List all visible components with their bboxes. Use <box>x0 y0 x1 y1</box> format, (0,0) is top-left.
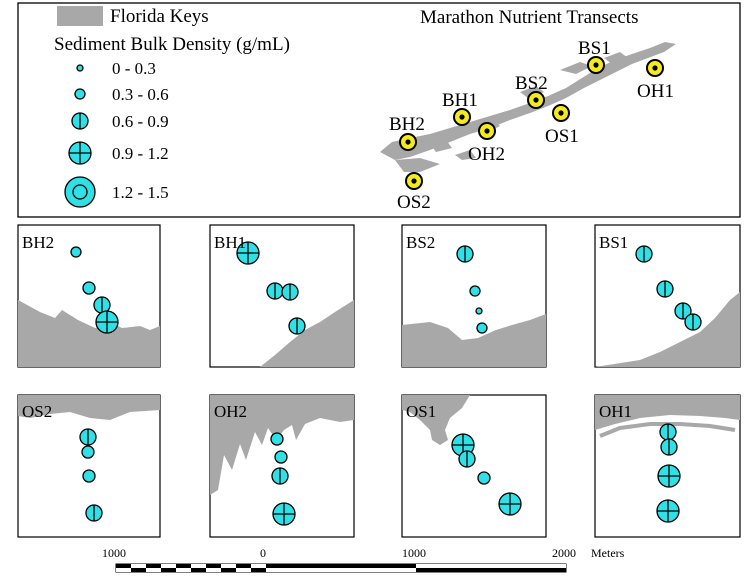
scale-segment <box>146 564 161 568</box>
site-label: BH1 <box>442 90 478 111</box>
scale-segment <box>176 564 191 568</box>
legend-keys-label: Florida Keys <box>110 6 209 27</box>
site-marker-BS2: BS2 <box>515 73 548 109</box>
site-marker-OH1: OH1 <box>637 59 674 102</box>
scale-segment <box>266 568 416 572</box>
scale-segment <box>251 568 266 572</box>
legend-class-label: 0 - 0.3 <box>112 59 156 78</box>
scale-segment <box>206 564 221 568</box>
scale-tick-label: 1000 <box>102 546 126 560</box>
florida-keys-swatch <box>57 6 103 26</box>
panel-label: BS1 <box>599 233 628 252</box>
site-label: BH2 <box>389 114 425 135</box>
scale-segment <box>251 564 266 568</box>
site-label: OS1 <box>545 126 579 147</box>
panel-OS1: OS1 <box>401 394 547 538</box>
scale-segment <box>416 568 566 572</box>
site-label: BS2 <box>515 73 548 94</box>
site-label: OH1 <box>637 81 674 102</box>
panel-BH2: BH2 <box>17 224 161 368</box>
scale-segment <box>206 568 221 572</box>
site-label: OH2 <box>468 144 505 165</box>
scale-segment <box>176 568 191 572</box>
legend-symbol-class-5 <box>64 176 96 208</box>
scale-segment <box>191 568 206 572</box>
scale-segment <box>116 564 131 568</box>
scale-segments <box>116 564 566 572</box>
site-marker-OS2: OS2 <box>397 172 431 213</box>
legend-class-label: 0.3 - 0.6 <box>112 85 169 104</box>
scale-segment <box>161 568 176 572</box>
legend-class-4: 0.9 - 1.2 <box>68 141 169 165</box>
scale-segment <box>266 564 416 568</box>
site-marker-OS1: OS1 <box>545 104 579 147</box>
panel-label: BH1 <box>214 233 246 252</box>
site-label: BS1 <box>578 38 611 59</box>
panel-BS1: BS1 <box>594 224 741 368</box>
panel-OH1: OH1 <box>594 394 741 538</box>
scale-segment <box>221 564 236 568</box>
site-label: OS2 <box>397 192 431 213</box>
scale-segment <box>131 564 146 568</box>
panel-label: BH2 <box>22 233 54 252</box>
panel-OH2: OH2 <box>209 394 355 538</box>
legend-symbol-class-2 <box>74 88 86 100</box>
panel-label: BS2 <box>406 233 435 252</box>
legend-density-title: Sediment Bulk Density (g/mL) <box>54 34 290 55</box>
scale-segment <box>236 568 251 572</box>
legend-class-label: 1.2 - 1.5 <box>112 183 169 202</box>
scale-segment <box>161 564 176 568</box>
site-marker-BH1: BH1 <box>442 90 478 126</box>
legend-class-5: 1.2 - 1.5 <box>64 176 169 208</box>
legend-class-3: 0.6 - 0.9 <box>71 112 169 131</box>
panel-BH1: BH1 <box>209 224 355 368</box>
site-marker-BS1: BS1 <box>578 38 611 74</box>
scale-tick-label: 0 <box>260 546 266 560</box>
site-marker-OH2: OH2 <box>468 122 505 165</box>
map-title: Marathon Nutrient Transects <box>420 7 638 28</box>
scale-segment <box>146 568 161 572</box>
scale-tick-label: 2000 <box>552 546 576 560</box>
scale-segment <box>416 564 566 568</box>
panel-label: OS1 <box>406 402 436 421</box>
panel-label: OH1 <box>599 402 632 421</box>
panel-label: OS2 <box>22 402 52 421</box>
scale-tick-label: 1000 <box>402 546 426 560</box>
site-marker-BH2: BH2 <box>389 114 425 151</box>
legend-class-2: 0.3 - 0.6 <box>74 85 169 104</box>
scale-segment <box>236 564 251 568</box>
scale-unit: Meters <box>591 546 625 560</box>
scale-segment <box>131 568 146 572</box>
scale-segment <box>221 568 236 572</box>
scale-segment <box>191 564 206 568</box>
legend-class-label: 0.9 - 1.2 <box>112 144 169 163</box>
legend-class-1: 0 - 0.3 <box>76 59 156 78</box>
panel-OS2: OS2 <box>17 394 161 538</box>
overview-frame <box>17 2 741 218</box>
panel-BS2: BS2 <box>401 224 547 368</box>
scale-segment <box>116 568 131 572</box>
legend-class-label: 0.6 - 0.9 <box>112 112 169 131</box>
legend-symbol-class-1 <box>76 64 84 72</box>
panel-label: OH2 <box>214 402 247 421</box>
scale-bar: 1000 0 1000 2000 Meters <box>102 546 625 573</box>
